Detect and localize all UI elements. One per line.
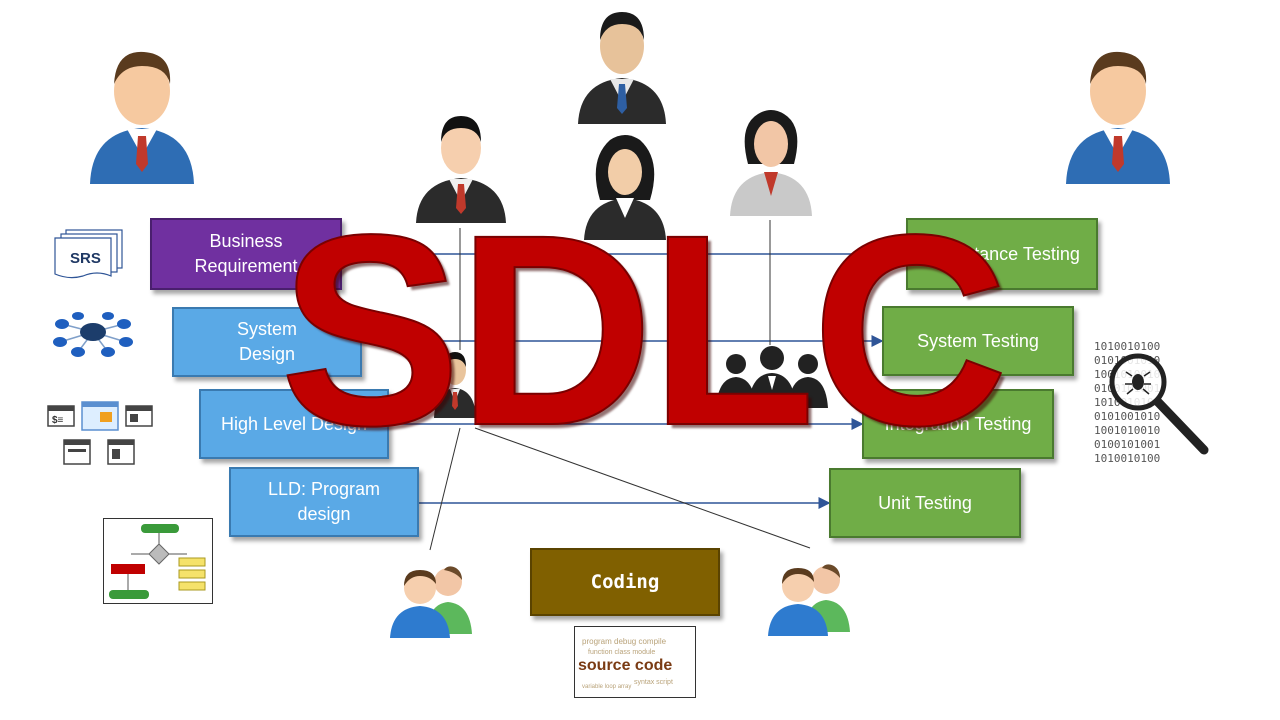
manager-icon — [574, 4, 670, 126]
high-level-design-box: High Level Design — [199, 389, 389, 459]
svg-text:0100101001: 0100101001 — [1094, 438, 1160, 451]
tester-woman-icon — [726, 104, 816, 218]
developer-pair-icon — [764, 558, 856, 638]
system-design-box: System Design — [172, 307, 362, 377]
integration-testing-box: Integration Testing — [862, 389, 1054, 459]
business-requirement-label: Business Requirement — [194, 231, 298, 276]
svg-text:1010010100: 1010010100 — [1094, 340, 1160, 353]
coding-box: Coding — [530, 548, 720, 616]
svg-text:syntax script: syntax script — [634, 679, 673, 686]
manager-icon — [432, 348, 478, 420]
svg-text:1001010010: 1001010010 — [1094, 424, 1160, 437]
coding-label: Coding — [590, 570, 660, 593]
lld-program-design-label: LLD: Program design — [267, 479, 381, 524]
svg-text:variable loop array: variable loop array — [582, 684, 631, 690]
srs-label: SRS — [70, 250, 101, 267]
unit-testing-box: Unit Testing — [829, 468, 1021, 538]
svg-text:$≡: $≡ — [52, 415, 64, 426]
business-user-icon — [82, 36, 202, 186]
source-code-wordcloud-icon: program debug compile function class mod… — [574, 626, 696, 698]
database-network-icon — [50, 306, 136, 362]
lld-program-design-box: LLD: Program design — [229, 467, 419, 537]
team-silhouette-icon — [714, 344, 830, 410]
system-design-label: System Design — [236, 319, 297, 364]
flowchart-icon — [103, 518, 213, 604]
integration-testing-label: Integration Testing — [884, 413, 1032, 434]
source-code-label: source code — [578, 657, 672, 674]
web-modules-icon: $≡ — [46, 400, 154, 468]
acceptance-testing-label: Acceptance Testing — [924, 243, 1080, 264]
svg-text:program debug compile: program debug compile — [582, 637, 667, 646]
system-testing-box: System Testing — [882, 306, 1074, 376]
businesswoman-icon — [580, 130, 670, 242]
svg-text:1010010100: 1010010100 — [1094, 452, 1160, 465]
unit-testing-label: Unit Testing — [878, 492, 972, 513]
srs-document-icon: SRS — [52, 228, 128, 280]
system-testing-label: System Testing — [917, 330, 1039, 351]
acceptance-testing-box: Acceptance Testing — [906, 218, 1098, 290]
business-requirement-box: Business Requirement — [150, 218, 342, 290]
bug-magnifier-icon: 1010010100 0101001010 1001010010 0100101… — [1092, 338, 1210, 472]
high-level-design-label: High Level Design — [220, 413, 368, 434]
analyst-icon — [412, 110, 510, 225]
svg-text:function class module: function class module — [588, 649, 655, 656]
developer-pair-icon — [386, 560, 478, 640]
svg-text:0101001010: 0101001010 — [1094, 410, 1160, 423]
business-user-icon — [1058, 36, 1178, 186]
sdlc-title: SDLC — [279, 178, 1009, 482]
